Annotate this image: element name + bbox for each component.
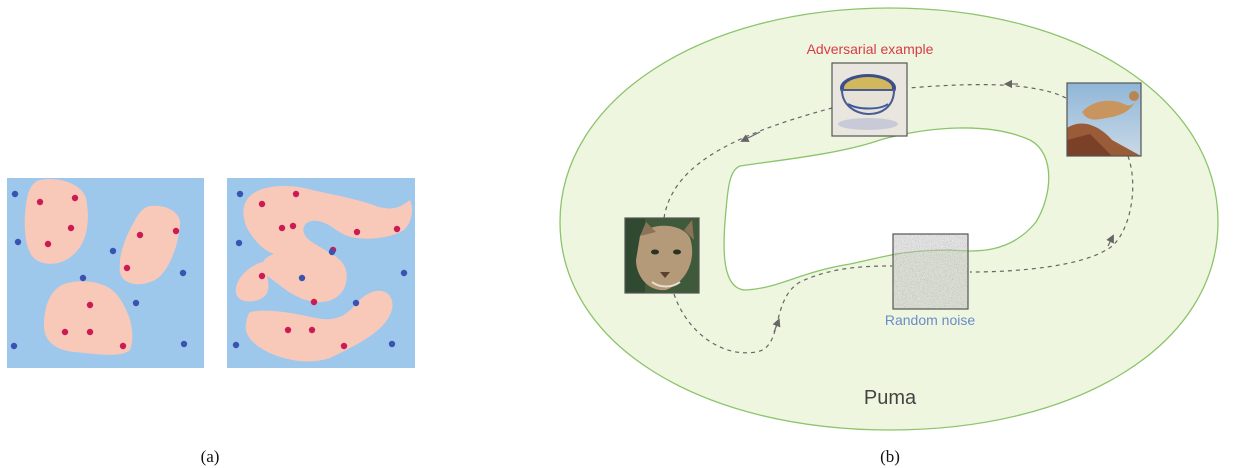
teacup-image: [831, 62, 908, 137]
path-leaping-down: [969, 155, 1134, 273]
manifold-label: Puma: [864, 387, 917, 409]
red-point: [340, 342, 348, 350]
red-point: [36, 198, 44, 206]
caption-b: (b): [880, 447, 900, 466]
red-point: [119, 342, 127, 350]
blue-point: [11, 190, 19, 198]
blue-point: [79, 274, 87, 282]
blue-point: [400, 269, 408, 277]
red-point: [308, 326, 316, 334]
blue-point: [236, 190, 244, 198]
blue-point: [352, 299, 360, 307]
blue-point: [179, 269, 187, 277]
puma-leaping-image: [1066, 82, 1142, 157]
blue-points: [10, 190, 188, 350]
region-blob: [119, 205, 181, 285]
red-point: [136, 231, 144, 239]
blue-point: [132, 299, 140, 307]
blue-point: [328, 248, 336, 256]
region-snake: [235, 262, 269, 302]
panel-a: (a): [7, 178, 415, 466]
red-points: [258, 190, 401, 350]
blue-point: [232, 341, 240, 349]
red-point: [353, 228, 361, 236]
blue-point: [10, 342, 18, 350]
region-snake: [245, 290, 393, 362]
path-arrow-bottom: [772, 318, 781, 333]
red-point: [284, 326, 292, 334]
blue-point: [109, 247, 117, 255]
complex-regions-plot: [227, 178, 415, 368]
blue-point: [14, 238, 22, 246]
puma-face-image: [624, 217, 700, 294]
red-point: [258, 200, 266, 208]
blue-point: [235, 239, 243, 247]
path-arrow-right: [1106, 234, 1114, 247]
red-point: [292, 190, 300, 198]
random-noise-label: Random noise: [885, 312, 975, 328]
red-point: [86, 328, 94, 336]
red-point: [67, 224, 75, 232]
red-point: [393, 225, 401, 233]
trajectory-paths: [663, 79, 1134, 354]
red-point: [86, 301, 94, 309]
red-point: [278, 224, 286, 232]
red-point: [123, 264, 131, 272]
red-point: [44, 240, 52, 248]
red-point: [310, 298, 318, 306]
random-noise-image: [892, 233, 969, 310]
path-leaping-to-cup: [907, 84, 1067, 99]
simple-regions-plot: [7, 178, 204, 368]
red-point: [258, 272, 266, 280]
red-point: [172, 227, 180, 235]
red-point: [71, 194, 79, 202]
region-blob: [44, 281, 133, 355]
blue-points: [232, 190, 408, 349]
region-snake: [243, 186, 412, 303]
panel-b: Adversarial example: [559, 7, 1219, 466]
red-points: [36, 194, 180, 350]
path-arrow-left-top: [740, 131, 761, 142]
blue-point: [298, 274, 306, 282]
red-point: [61, 328, 69, 336]
caption-a: (a): [201, 447, 220, 466]
path-puma-to-cup: [663, 107, 833, 219]
red-point: [289, 222, 297, 230]
blue-point: [180, 340, 188, 348]
adversarial-example-label: Adversarial example: [807, 41, 934, 57]
blue-point: [388, 340, 396, 348]
